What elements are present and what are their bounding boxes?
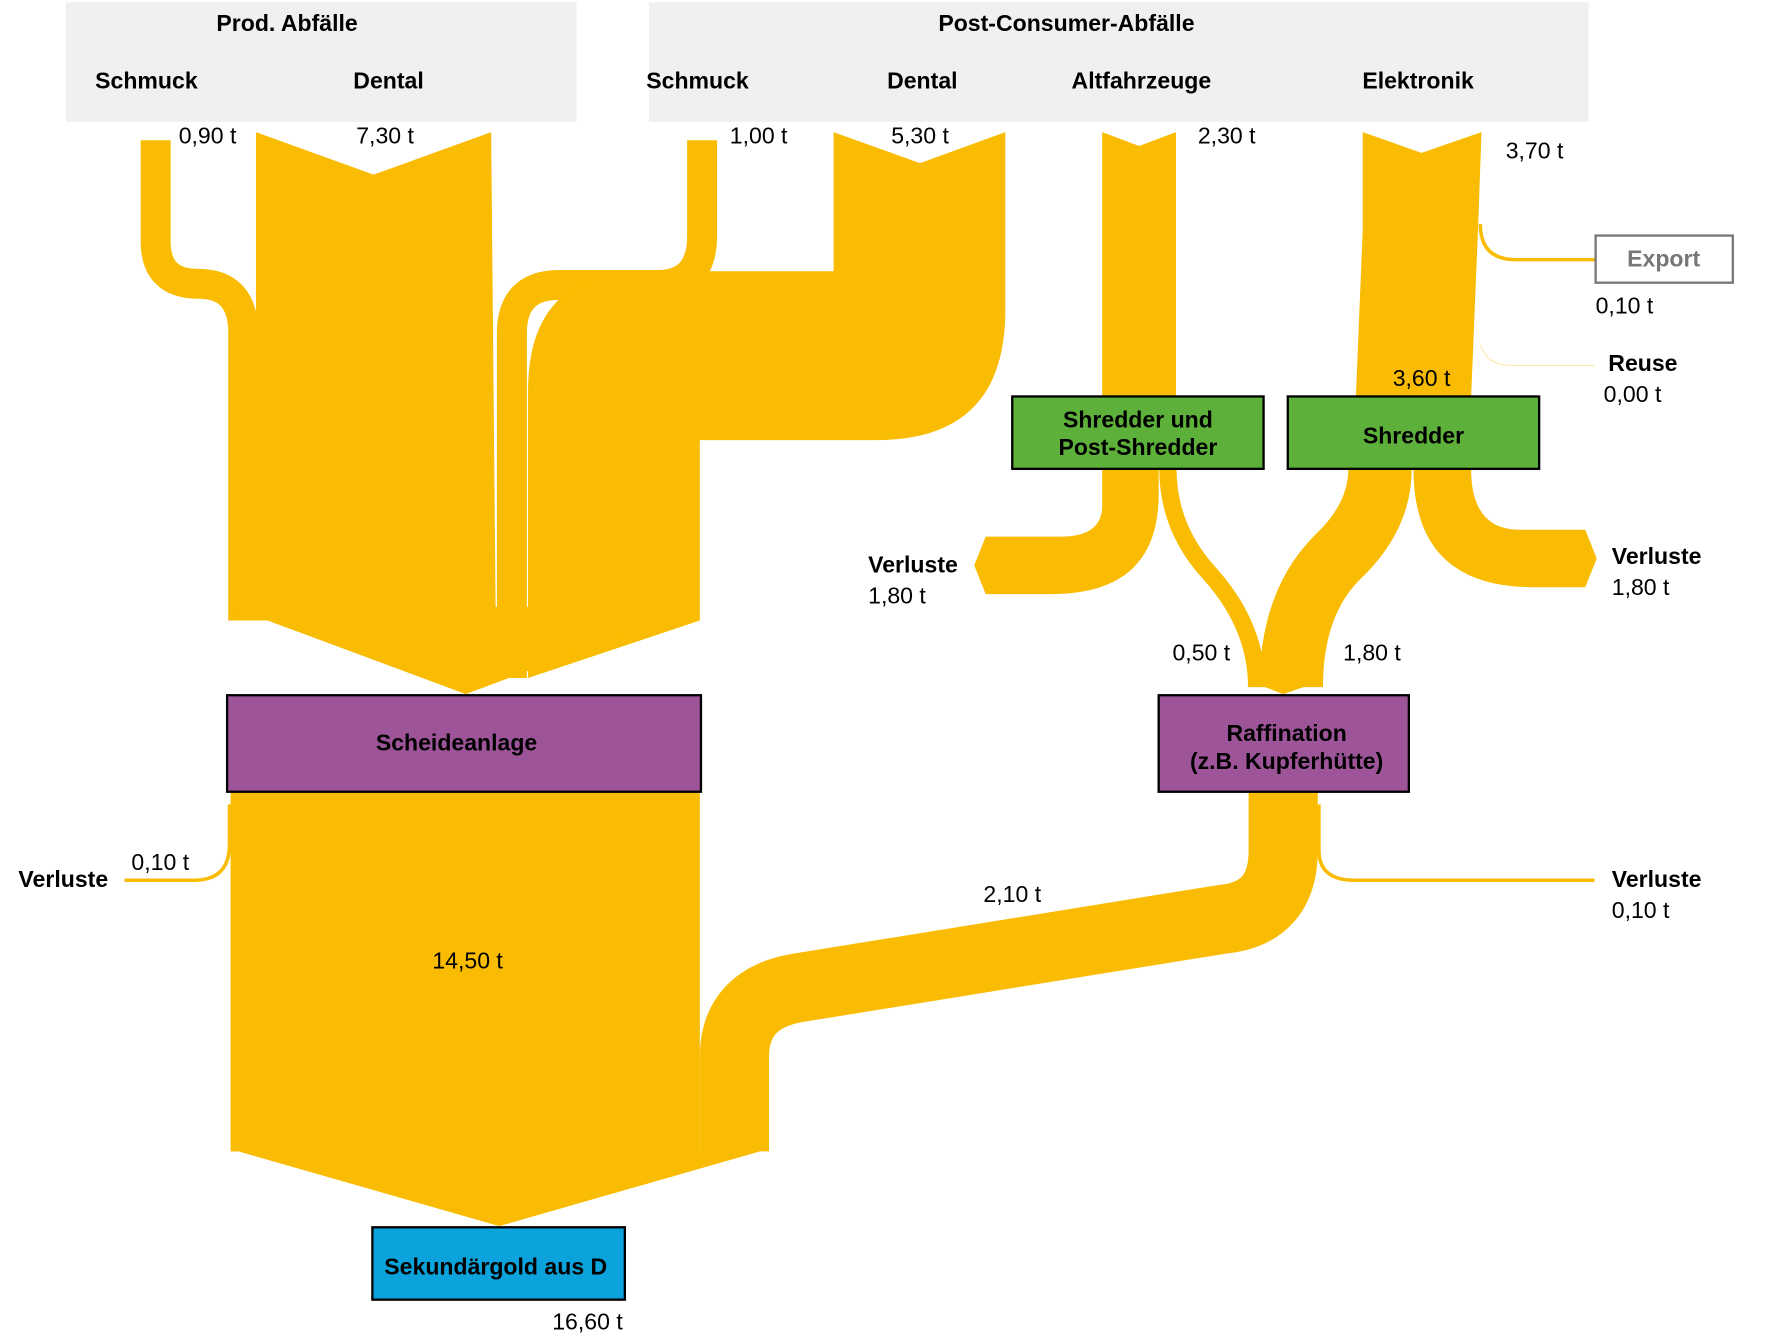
node-scheideanlage bbox=[225, 694, 703, 793]
value-total: 16,60 t bbox=[552, 1309, 623, 1333]
value-scheide-out: 14,50 t bbox=[432, 948, 503, 974]
value-verluste-raff: 0,10 t bbox=[1612, 897, 1670, 923]
node-shredder-post-line2: Post-Shredder bbox=[1058, 434, 1217, 460]
node-sekundaergold-label: Sekundärgold aus D bbox=[384, 1253, 607, 1279]
node-shredder-post-line1: Shredder und bbox=[1063, 407, 1213, 433]
node-shredder bbox=[1286, 395, 1541, 470]
value-post-schmuck: 1,00 t bbox=[730, 123, 788, 149]
flow-shredder-post-to-raff bbox=[1159, 468, 1266, 688]
prod-dental-label: Dental bbox=[353, 68, 423, 94]
post-dental-label: Dental bbox=[887, 68, 957, 94]
flow-prod-schmuck bbox=[140, 140, 259, 621]
node-raffination-line2: (z.B. Kupferhütte) bbox=[1190, 748, 1383, 774]
node-export bbox=[1594, 234, 1734, 284]
label-verluste-scheide: Verluste bbox=[18, 866, 108, 892]
value-prod-dental: 7,30 t bbox=[356, 123, 414, 149]
prod-schmuck-label: Schmuck bbox=[95, 68, 198, 94]
node-sekundaergold bbox=[371, 1226, 627, 1301]
elektronik-label: Elektronik bbox=[1362, 68, 1474, 94]
value-export: 0,10 t bbox=[1596, 293, 1654, 319]
node-shredder-post bbox=[1011, 395, 1265, 470]
value-post-dental: 5,30 t bbox=[891, 123, 949, 149]
altfahrzeuge-label: Altfahrzeuge bbox=[1072, 68, 1212, 94]
flow-reuse bbox=[1479, 344, 1595, 367]
value-verluste-shredder-post: 1,80 t bbox=[868, 582, 926, 608]
flow-verluste-scheide bbox=[124, 804, 232, 882]
flow-scheide-out bbox=[230, 790, 700, 1152]
post-header-panel bbox=[649, 2, 1589, 122]
node-raffination-line1: Raffination bbox=[1226, 720, 1346, 746]
value-shredder-to-raff: 1,80 t bbox=[1343, 640, 1401, 666]
label-verluste-shredder-post: Verluste bbox=[868, 551, 958, 577]
label-verluste-shredder: Verluste bbox=[1612, 543, 1702, 569]
flow-raff-out bbox=[699, 790, 1318, 1152]
label-reuse: Reuse bbox=[1608, 350, 1677, 376]
label-verluste-raff: Verluste bbox=[1612, 866, 1702, 892]
node-scheideanlage-label: Scheideanlage bbox=[376, 729, 538, 755]
node-shredder-label: Shredder bbox=[1363, 423, 1464, 449]
value-reuse: 0,00 t bbox=[1604, 381, 1662, 407]
value-altfahrzeuge: 2,30 t bbox=[1198, 123, 1256, 149]
flow-elektronik bbox=[1355, 132, 1482, 398]
flow-merge-product bbox=[230, 1149, 768, 1227]
flow-verluste-raff bbox=[1317, 804, 1595, 882]
flow-prod-dental bbox=[230, 132, 496, 621]
post-schmuck-label: Schmuck bbox=[646, 68, 749, 94]
prod-header-title: Prod. Abfälle bbox=[216, 10, 358, 36]
flow-merge-raff bbox=[1247, 680, 1324, 695]
value-prod-schmuck: 0,90 t bbox=[179, 123, 237, 149]
flow-merge-scheide bbox=[230, 606, 700, 695]
value-verluste-scheide: 0,10 t bbox=[131, 849, 189, 875]
value-elektronik: 3,70 t bbox=[1506, 138, 1564, 164]
value-verluste-shredder: 1,80 t bbox=[1612, 574, 1670, 600]
flow-export bbox=[1478, 224, 1595, 262]
value-raff-out: 2,10 t bbox=[983, 881, 1041, 907]
flow-post-dental bbox=[528, 132, 1006, 678]
node-export-label: Export bbox=[1627, 246, 1700, 272]
flow-verluste-shredder bbox=[1413, 468, 1597, 588]
flow-altfahrzeuge bbox=[1102, 132, 1176, 398]
post-header-title: Post-Consumer-Abfälle bbox=[938, 10, 1194, 36]
value-shredder-post-to-raff: 0,50 t bbox=[1173, 640, 1231, 666]
prod-header-panel bbox=[65, 2, 577, 122]
flow-shredder-to-raff bbox=[1259, 467, 1412, 688]
value-to-shredder: 3,60 t bbox=[1393, 365, 1451, 391]
flow-verluste-shredder-post bbox=[974, 468, 1159, 595]
node-raffination bbox=[1157, 694, 1411, 793]
